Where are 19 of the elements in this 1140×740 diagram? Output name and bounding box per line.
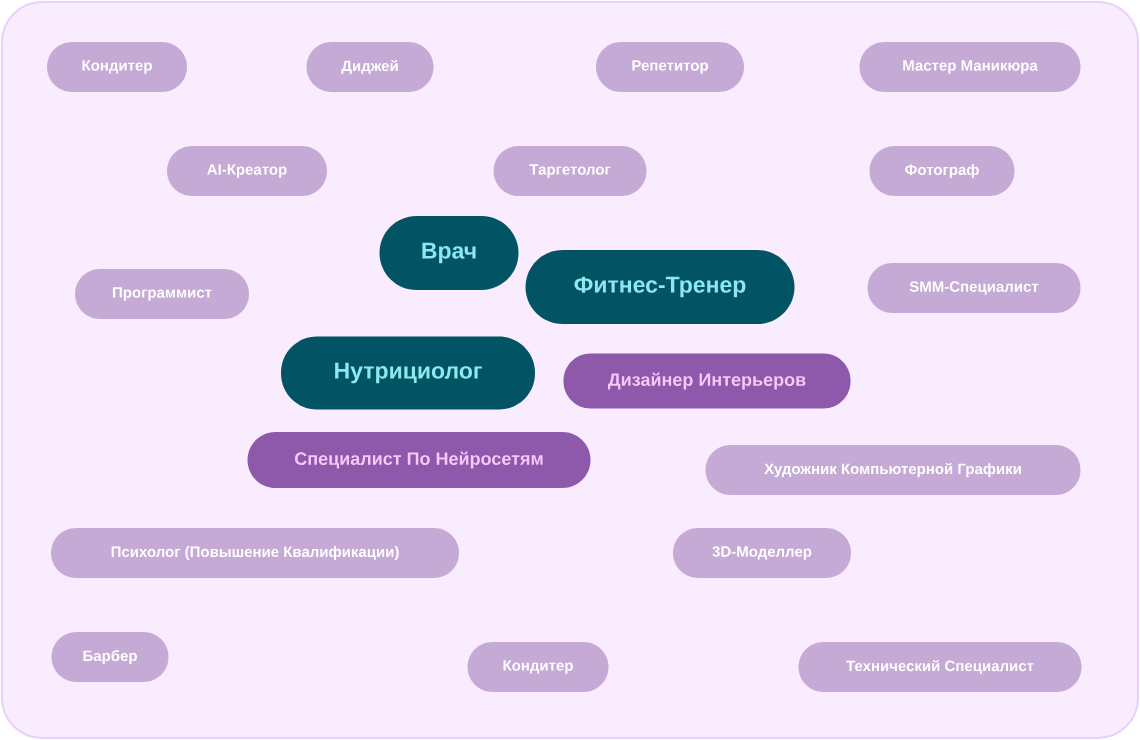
tag-pill: Программист <box>75 269 249 319</box>
highlighted-pill: Фитнес-Тренер <box>525 250 795 324</box>
featured-pill: Дизайнер Интерьеров <box>563 353 851 409</box>
tag-pill: Фотограф <box>869 146 1015 196</box>
highlighted-pill: Врач <box>379 216 519 290</box>
tag-pill: Диджей <box>306 42 434 92</box>
featured-pill: Специалист По Нейросетям <box>247 432 591 488</box>
tag-pill: Мастер Маникюра <box>859 42 1081 92</box>
tag-pill: 3D-Моделлер <box>673 528 851 578</box>
highlighted-pill: Нутрициолог <box>281 336 535 410</box>
tag-pill: Технический Специалист <box>798 642 1082 692</box>
tag-pill: AI-Креатор <box>167 146 327 196</box>
tag-pill: Таргетолог <box>493 146 647 196</box>
tag-pill: Художник Компьютерной Графики <box>705 445 1081 495</box>
tag-pill: SMM-Специалист <box>867 263 1081 313</box>
tag-pill: Кондитер <box>47 42 187 92</box>
tag-pill: Репетитор <box>596 42 744 92</box>
tag-pill: Психолог (Повышение Квалификации) <box>51 528 459 578</box>
tag-pill: Кондитер <box>467 642 609 692</box>
